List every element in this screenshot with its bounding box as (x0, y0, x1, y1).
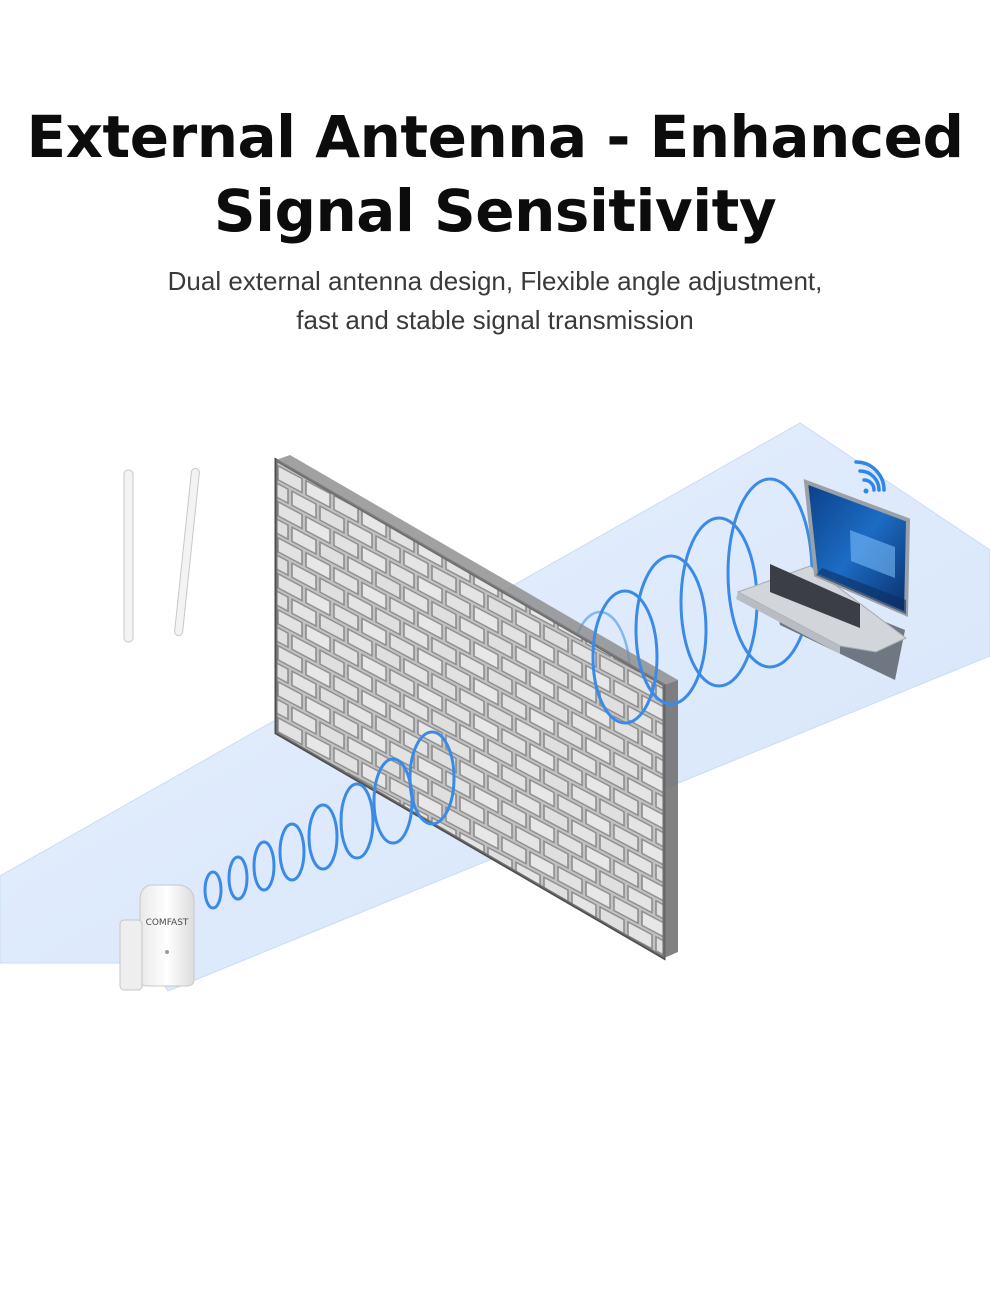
wifi-signal-icon (854, 460, 886, 494)
page-subtitle-line-2: fast and stable signal transmission (296, 305, 694, 335)
device-brand-label: COMFAST (146, 918, 189, 928)
signal-waves (203, 477, 814, 910)
page-title-line-1: External Antenna - Enhanced (26, 103, 965, 171)
wifi-repeater-device: COMFAST (119, 467, 200, 991)
product-illustration: COMFAST (0, 380, 990, 1313)
page-subtitle-line-1: Dual external antenna design, Flexible a… (167, 266, 823, 296)
page-title-line-2: Signal Sensitivity (213, 177, 777, 245)
laptop (736, 478, 911, 680)
page-subtitle: Dual external antenna design, Flexible a… (0, 262, 990, 340)
brick-wall (274, 455, 678, 961)
page-title: External Antenna - Enhanced Signal Sensi… (0, 100, 990, 248)
